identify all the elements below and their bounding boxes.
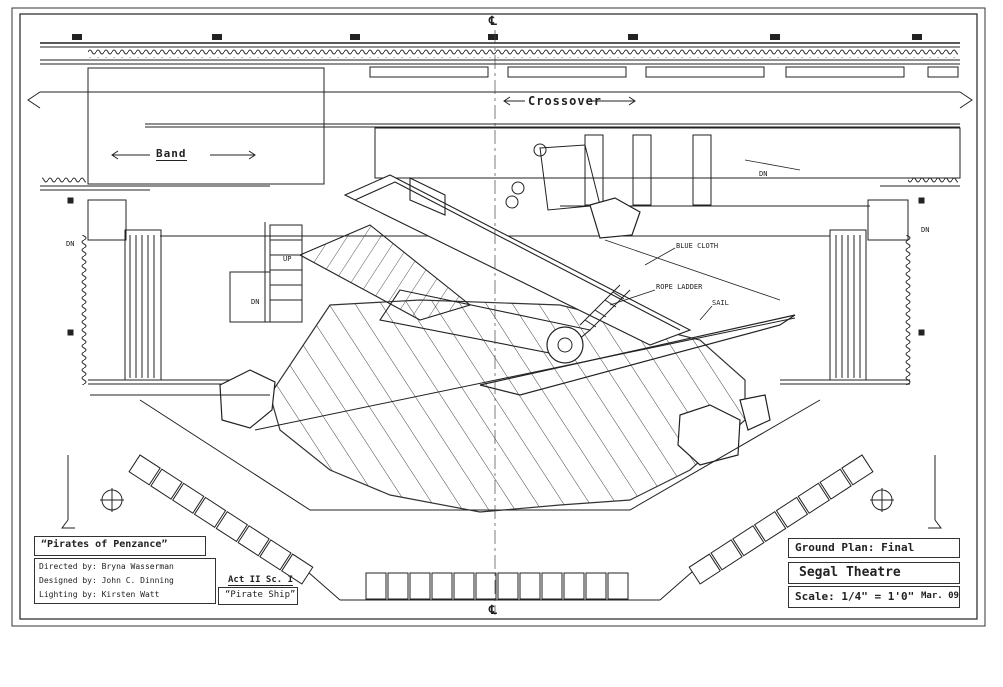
plan-title-box: Ground Plan: Final [788,538,960,558]
centerline-mark-top: ℄ [489,14,497,28]
credit-director: Directed by: Bryna Wasserman [39,562,174,571]
scene-name: “Pirate Ship” [225,590,296,600]
rope-ladder [579,284,631,331]
scale-text: Scale: 1/4" = 1'0" [795,590,915,603]
stage-right-wall [780,176,960,385]
band-area [87,67,960,185]
act-scene: Act II Sc. I [228,575,294,586]
outer-border [11,7,986,627]
inner-border [19,13,978,620]
scale-box: Scale: 1/4" = 1'0" Mar. 09 [788,586,960,608]
show-title: “Pirates of Penzance” [41,539,168,550]
plan-title: Ground Plan: Final [795,541,915,554]
sail-label: SAIL [712,299,729,307]
leaders [604,159,801,321]
lighting-positions [100,488,894,512]
credit-lighting: Lighting by: Kirsten Watt [39,590,160,599]
upstage-wall [27,34,973,109]
crossover-arrow [503,96,636,106]
crossover-label: Crossover [528,94,603,108]
theatre-box: Segal Theatre [788,562,960,584]
rocks [219,197,771,466]
date-text: Mar. 09 [921,591,959,601]
apron [61,394,942,601]
centerline-mark-bottom: ℄ [489,603,497,617]
dn-label-left: DN [66,240,75,248]
stage-left-wall [40,176,270,385]
dn-label-upstage: DN [759,170,768,178]
theatre-name: Segal Theatre [799,565,901,580]
show-title-box: “Pirates of Penzance” [34,536,206,556]
scene-name-box: “Pirate Ship” [218,587,298,605]
dn-label-stairs: DN [251,298,260,306]
stairs-left [229,222,303,323]
dn-label-right: DN [921,226,930,234]
audience-seating [128,454,874,600]
band-label: Band [156,147,187,161]
sail-boom [254,314,796,431]
credits-box: Directed by: Bryna Wasserman Designed by… [34,558,216,604]
up-label-stairs: UP [283,255,292,263]
rope-ladder-label: ROPE LADDER [656,283,703,291]
blue-cloth-label: BLUE CLOTH [676,242,719,250]
upstage-platforms [160,127,961,237]
credit-designer: Designed by: John C. Dinning [39,576,174,585]
